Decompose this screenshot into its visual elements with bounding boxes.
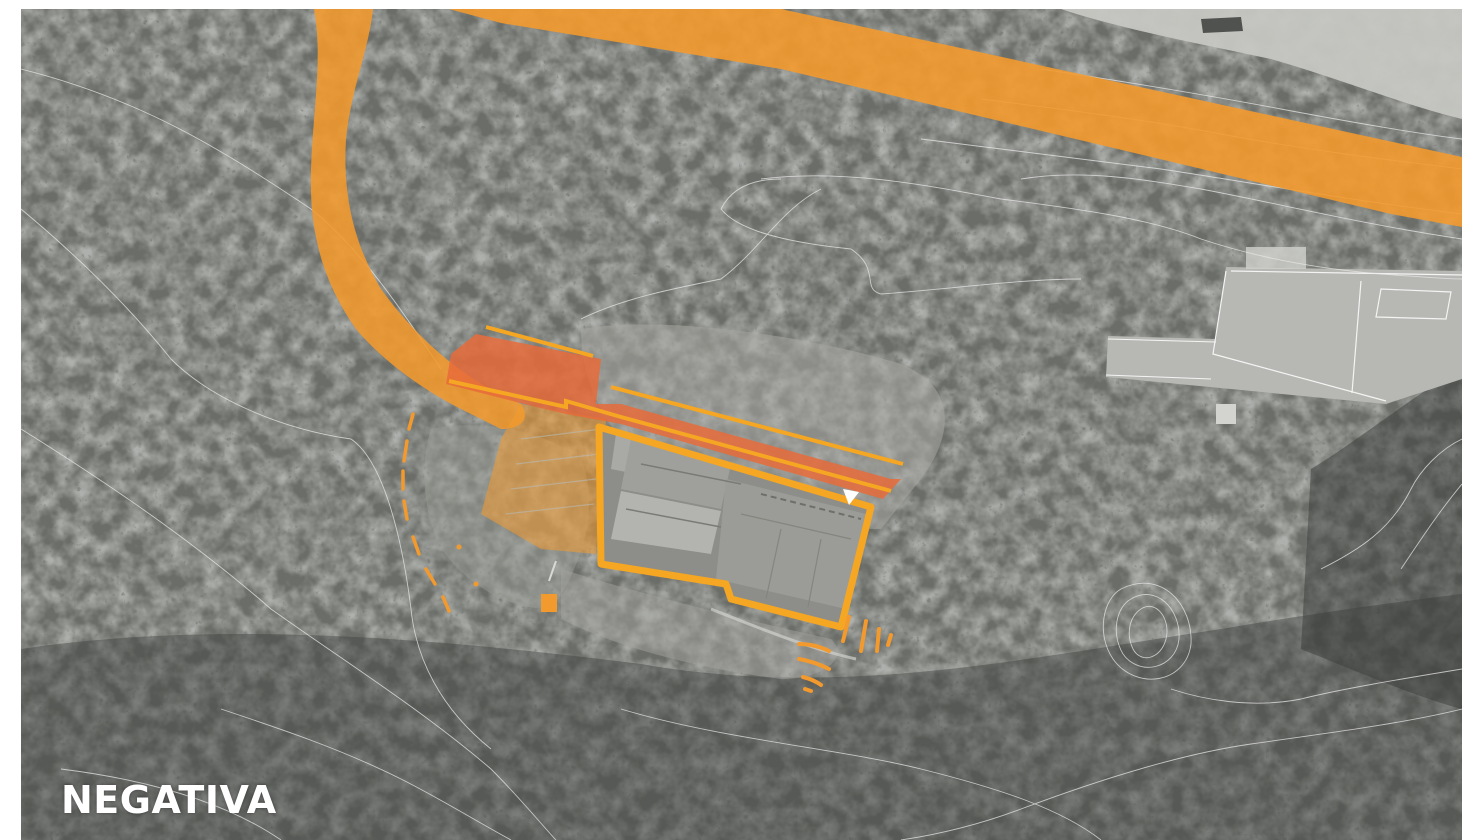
aerial-map[interactable]: NEGATIVA (21, 9, 1462, 840)
highway-overlay[interactable] (449, 9, 1462, 227)
access-road-overlay[interactable] (310, 9, 525, 429)
map-title-label: NEGATIVA (61, 778, 277, 822)
southeast-dashes (797, 615, 893, 693)
forecourt-overlay[interactable] (481, 404, 606, 554)
parking-strip-overlay[interactable] (446, 334, 901, 499)
contour-lines (21, 68, 1462, 840)
dense-forest-east (1301, 369, 1462, 709)
parking-stripes (505, 428, 602, 515)
site-feature-south[interactable] (541, 594, 557, 612)
entrance-marker[interactable] (843, 489, 859, 505)
parking-strip-edges (448, 325, 904, 493)
boundary-dot-2 (473, 581, 479, 587)
boundary-dot-1 (456, 544, 462, 550)
small-building-east (1216, 404, 1236, 424)
quarry-structure (1201, 17, 1243, 33)
dense-forest-band (21, 594, 1462, 840)
sports-field (1105, 247, 1462, 404)
building-complex[interactable] (595, 423, 875, 631)
clearing-south (561, 569, 838, 679)
quarry-area (1061, 9, 1462, 119)
map-canvas (21, 9, 1462, 840)
footpath (548, 560, 557, 582)
service-path (710, 607, 857, 661)
west-boundary-dashes (401, 412, 451, 613)
